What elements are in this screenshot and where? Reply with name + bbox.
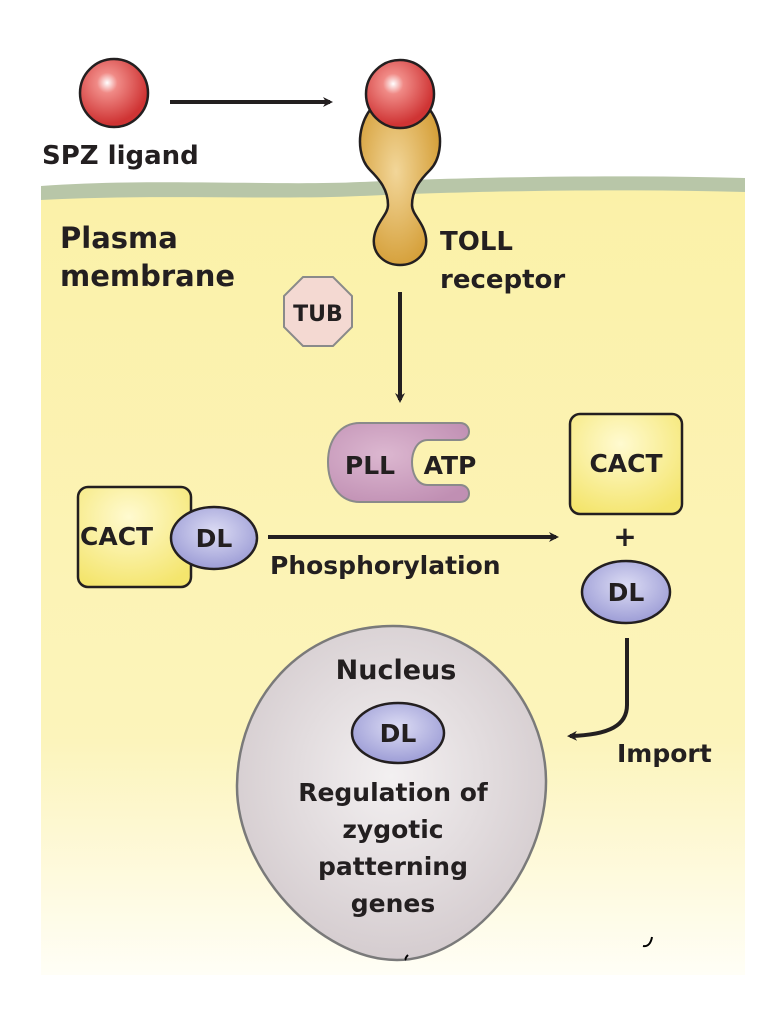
dl-nucleus-ellipse — [350, 701, 446, 765]
regulation-label-line4: genes — [351, 889, 436, 918]
cact-right-box — [568, 412, 684, 516]
regulation-label-line3: patterning — [318, 852, 468, 881]
stray-mark — [642, 936, 653, 948]
tub-label: TUB — [293, 302, 343, 327]
import-arrow — [567, 638, 629, 741]
cytoplasm-region — [41, 184, 745, 975]
plus-sign: + — [613, 520, 636, 553]
spz-ligand-label: SPZ ligand — [42, 141, 199, 171]
stray-mark — [404, 954, 409, 961]
phosphorylation-label: Phosphorylation — [270, 551, 501, 580]
pll-label: PLL — [345, 451, 395, 480]
dl-nucleus-label: DL — [380, 719, 417, 748]
dl-right-label: DL — [608, 578, 645, 607]
nucleus-label: Nucleus — [336, 655, 457, 686]
spz-ligand-sphere — [78, 57, 150, 129]
toll-receptor — [358, 93, 442, 267]
dl-right-ellipse — [580, 559, 672, 625]
toll-label-line1: TOLL — [440, 227, 513, 257]
regulation-label-line2: zygotic — [342, 815, 443, 844]
cact-right-label: CACT — [589, 449, 662, 478]
regulation-label-line1: Regulation of — [298, 778, 489, 807]
dl-left-label: DL — [196, 524, 233, 553]
bound-spz-ligand-sphere — [364, 58, 436, 130]
atp-label: ATP — [424, 451, 477, 480]
tub-octagon — [283, 276, 353, 347]
import-label: Import — [617, 739, 712, 768]
plasma-membrane-label-line1: Plasma — [60, 221, 178, 255]
nucleus — [235, 624, 548, 962]
cact-left-label: CACT — [80, 522, 153, 551]
toll-label-line2: receptor — [440, 265, 565, 295]
plasma-membrane-label-line2: membrane — [60, 259, 235, 293]
pll-kinase — [326, 422, 470, 503]
dl-left-ellipse — [169, 505, 259, 571]
